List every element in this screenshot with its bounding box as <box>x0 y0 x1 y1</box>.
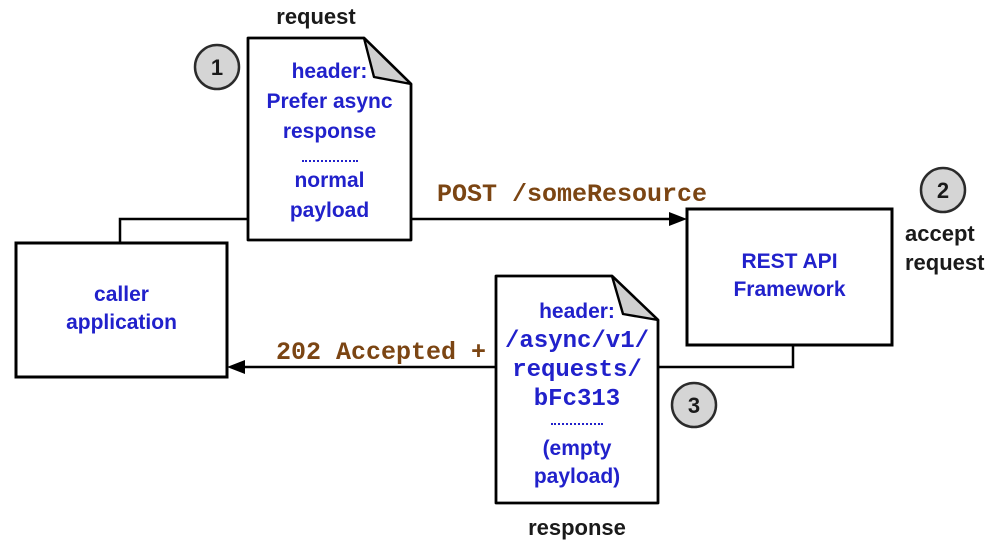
post-arrowhead-icon <box>669 212 687 226</box>
caller-label-line2: application <box>66 311 177 334</box>
response-doc-header-text: header: <box>496 297 658 327</box>
caller-to-request-connector <box>118 217 250 243</box>
caller-label-line1: caller <box>94 283 149 306</box>
request-doc-caption: request <box>276 4 356 29</box>
dotted-separator-icon <box>301 160 358 162</box>
request-header-line2: Prefer async <box>266 90 393 113</box>
response-doc-body-text: (empty payload) <box>496 435 658 491</box>
dotted-separator-icon <box>551 423 603 425</box>
response-doc-path-text: /async/v1/ requests/ bFc313 <box>496 327 658 414</box>
rest-label-line2: Framework <box>733 278 846 301</box>
step2-number: 2 <box>936 178 950 203</box>
caller-application-box <box>14 241 229 379</box>
request-document-shape <box>246 36 413 242</box>
request-body-line1: normal <box>294 169 365 192</box>
request-doc-header-text: header: Prefer async response <box>248 57 411 147</box>
response-document-fold-icon <box>610 274 660 322</box>
response-path-line3: bFc313 <box>533 386 621 413</box>
step1-circle <box>193 43 241 91</box>
return-arrowhead-icon <box>227 360 245 374</box>
response-path-line1: /async/v1/ <box>504 328 650 355</box>
request-document-fold-icon <box>362 36 413 86</box>
response-document-shape <box>494 274 660 505</box>
response-path-line2: requests/ <box>512 357 642 384</box>
step2-caption: accept request <box>905 219 984 277</box>
step3-number: 3 <box>687 393 701 418</box>
request-body-line2: payload <box>289 199 370 222</box>
return-arrow-line <box>244 345 795 369</box>
step2-circle <box>919 166 967 214</box>
response-header-line1: header: <box>539 300 615 323</box>
rest-label-line1: REST API <box>741 250 838 273</box>
response-doc-caption: response <box>528 515 626 540</box>
accepted-arrow-label: 202 Accepted + <box>275 338 487 367</box>
response-doc-separator <box>496 423 658 425</box>
request-doc-separator <box>248 160 411 162</box>
request-header-line3: response <box>282 120 377 143</box>
request-doc-body-text: normal payload <box>248 166 411 226</box>
response-body-line2: payload) <box>533 465 621 488</box>
step1-number: 1 <box>210 55 224 80</box>
caller-application-label: caller application <box>16 281 227 337</box>
request-header-line1: header: <box>291 60 368 83</box>
post-arrow-label: POST /someResource <box>436 180 708 209</box>
step3-circle <box>670 381 718 429</box>
response-document-page <box>494 274 660 505</box>
response-body-line1: (empty <box>542 437 612 460</box>
rest-api-framework-label: REST API Framework <box>687 248 892 304</box>
step2-caption-line1: accept <box>905 221 975 246</box>
request-document-page <box>246 36 413 242</box>
rest-api-framework-box <box>685 207 894 347</box>
step2-caption-line2: request <box>905 250 985 275</box>
